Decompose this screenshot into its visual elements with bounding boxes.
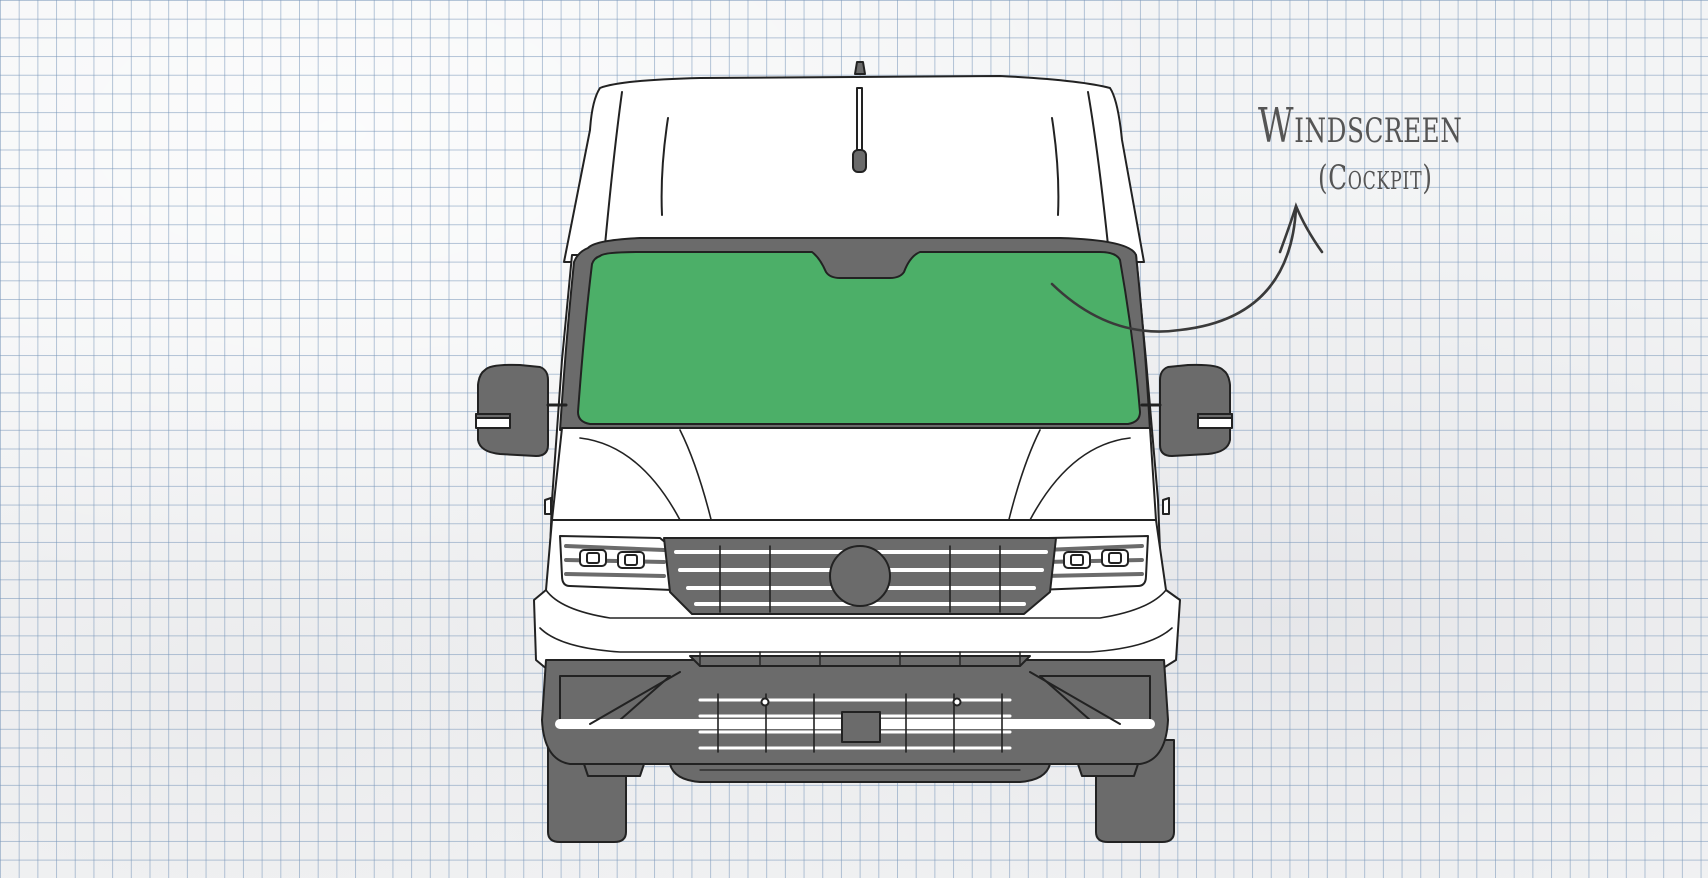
roof-crease-right: [1051, 117, 1060, 216]
right-tow-hook-cover: [1077, 763, 1139, 777]
front-spoiler: [669, 763, 1051, 783]
right-mirror: [1159, 363, 1231, 457]
antenna-icon: [856, 87, 863, 159]
right-side-marker: [1162, 497, 1170, 515]
left-mirror: [477, 363, 549, 457]
brand-emblem-icon: [829, 545, 891, 607]
left-side-marker: [544, 497, 552, 515]
callout-arrow-icon: [1050, 202, 1324, 333]
left-tow-hook-cover: [583, 763, 645, 777]
number-plate-mount: [841, 711, 881, 743]
windscreen-highlight: [577, 251, 1141, 425]
callout-subtitle: (Cockpit): [1318, 158, 1433, 198]
roof-edge-left: [604, 91, 623, 246]
bonnet: [551, 427, 1157, 521]
roof-crease-left: [660, 117, 669, 216]
callout-title: Windscreen: [1258, 98, 1463, 154]
roof-edge-right: [1087, 91, 1109, 246]
antenna-base: [854, 61, 866, 75]
